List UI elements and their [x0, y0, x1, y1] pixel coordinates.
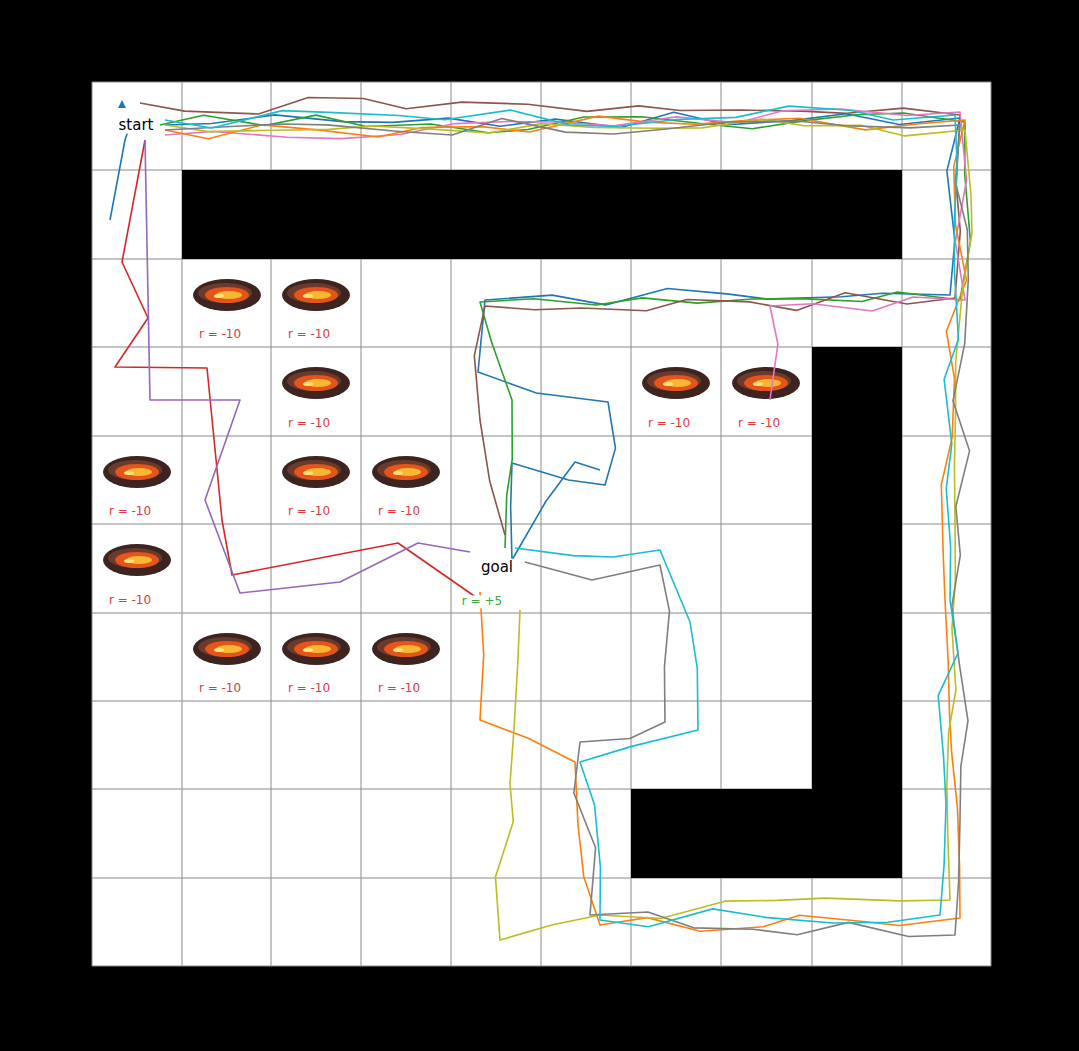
cell-label: r = +5	[460, 595, 504, 608]
trajectory-line	[115, 140, 480, 600]
grid	[92, 82, 991, 966]
trajectory-line	[165, 112, 960, 560]
trajectory-line	[165, 106, 958, 927]
grid-line	[92, 966, 991, 967]
reward-label: r = -10	[288, 505, 330, 518]
wall-block	[812, 347, 902, 878]
floor	[92, 82, 991, 966]
cell-label: goal	[479, 559, 515, 576]
reward-label: r = -10	[288, 328, 330, 341]
reward-label: r = -10	[199, 682, 241, 695]
reward-label: r = -10	[288, 682, 330, 695]
reward-label: r = -10	[199, 328, 241, 341]
wall-block	[631, 789, 812, 878]
lava-pit-icon	[282, 367, 350, 399]
trajectory-line	[140, 97, 960, 535]
reward-label: r = -10	[288, 417, 330, 430]
reward-label: r = -10	[378, 505, 420, 518]
lava-pit-icon	[372, 456, 440, 488]
lava-pit-icon	[103, 456, 171, 488]
reward-label: r = -10	[109, 594, 151, 607]
wall-block	[182, 170, 902, 259]
lava-pit-icon	[642, 367, 710, 399]
reward-label: r = -10	[648, 417, 690, 430]
lava-pit-icon	[282, 633, 350, 665]
trajectory-line	[165, 119, 970, 937]
lava-pit-icon	[732, 367, 800, 399]
trajectory-line	[165, 119, 972, 940]
lava-pit-icon	[282, 456, 350, 488]
lava-pit-icon	[193, 633, 261, 665]
start-marker	[118, 100, 126, 108]
lava-pit-icon	[372, 633, 440, 665]
lava-pit-icon	[193, 279, 261, 311]
reward-label: r = -10	[109, 505, 151, 518]
grid-line	[92, 82, 991, 83]
trajectory-line	[165, 116, 967, 931]
trajectory-line	[165, 109, 967, 400]
lava-pit-icon	[282, 279, 350, 311]
trajectory-line	[160, 113, 970, 548]
reward-label: r = -10	[378, 682, 420, 695]
trajectory-line	[110, 125, 130, 220]
trajectory-line	[145, 140, 470, 593]
lava-pit-icon	[103, 544, 171, 576]
cell-label: start	[117, 117, 156, 134]
reward-label: r = -10	[738, 417, 780, 430]
